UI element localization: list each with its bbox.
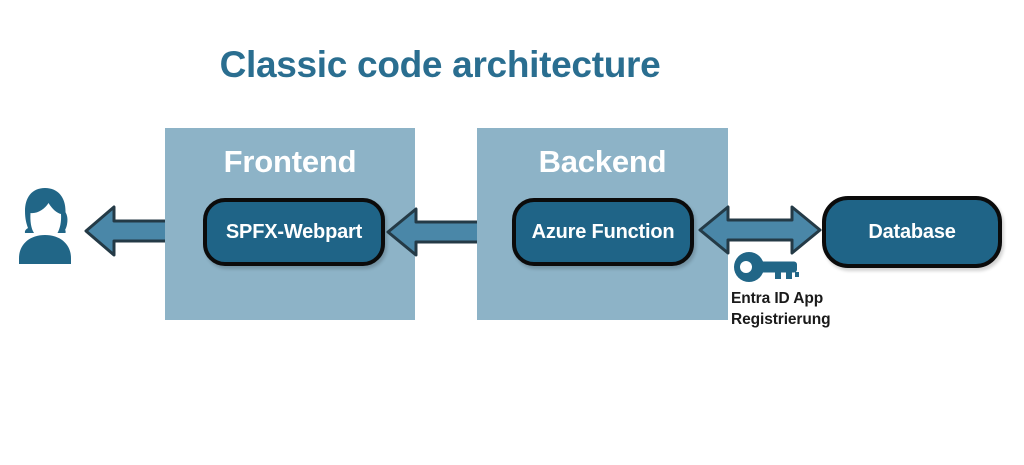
node-database[interactable]: Database [822,196,1002,268]
node-azure-function[interactable]: Azure Function [512,198,694,266]
node-label-database: Database [868,220,956,243]
annotation-entra-id-app-registration: Entra ID App Registrierung [731,288,921,330]
annotation-line-1: Entra ID App [731,290,824,307]
page-title: Classic code architecture [219,44,661,85]
zone-label-backend: Backend [538,144,667,179]
zone-label-frontend: Frontend [223,144,357,179]
key-icon [733,252,799,282]
node-spfx-webpart[interactable]: SPFX-Webpart [203,198,385,266]
node-label-spfx-webpart: SPFX-Webpart [225,220,363,243]
connector-backend-to-database [698,204,822,256]
user-person-icon [14,185,76,267]
node-label-azure-function: Azure Function [531,220,675,243]
annotation-line-2: Registrierung [731,311,831,328]
